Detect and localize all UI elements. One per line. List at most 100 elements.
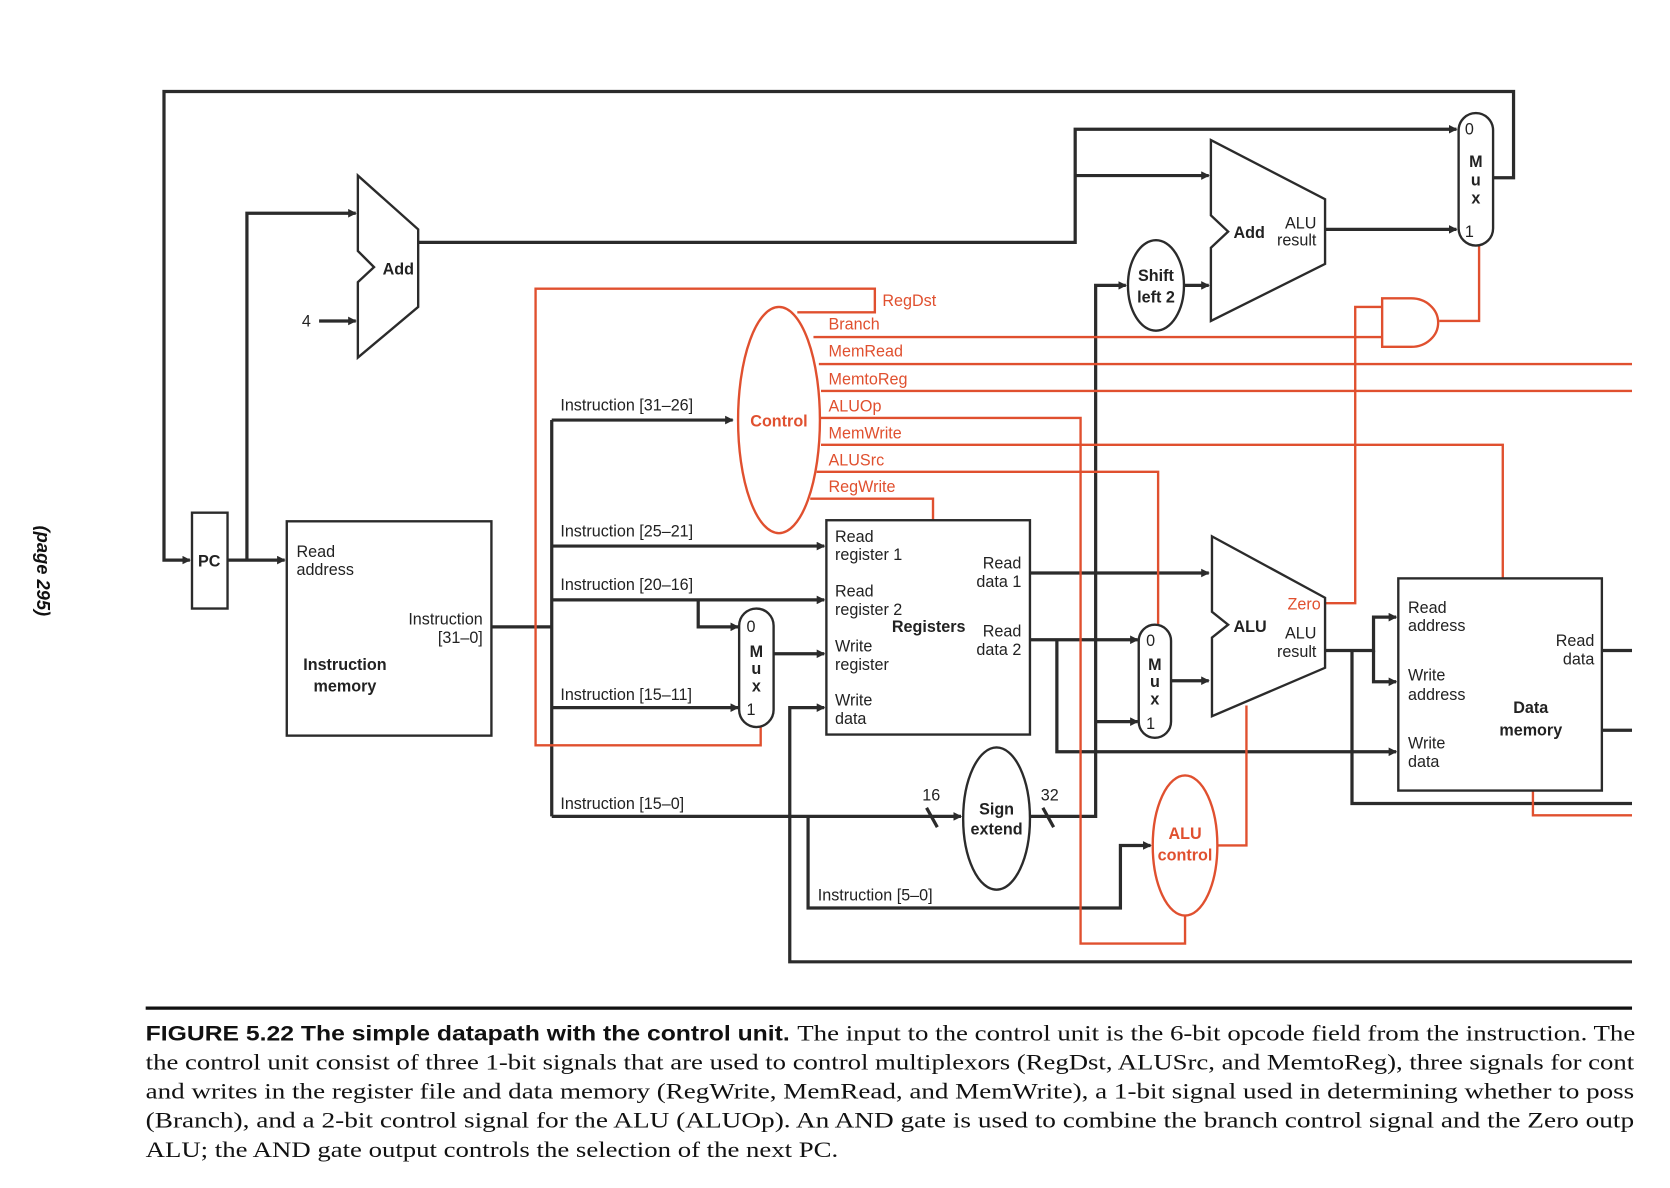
reg-read-data-1: Read: [983, 555, 1022, 573]
signal-branch: Branch: [829, 316, 880, 334]
dm-read-address: address: [1408, 617, 1465, 635]
caption-line-2: the control unit consist of three 1-bit …: [146, 1050, 1635, 1075]
caption-text: The input to the control unit is the 6-b…: [797, 1020, 1635, 1045]
control-label: Control: [750, 413, 807, 431]
alu-zero: Zero: [1288, 596, 1321, 614]
data-memory: [1397, 577, 1604, 792]
alu-label: ALU: [1234, 618, 1267, 636]
dm-name: memory: [1499, 722, 1562, 740]
instruction-memory: [285, 520, 493, 737]
alu: [1210, 534, 1327, 719]
dm-read-data: data: [1563, 651, 1594, 669]
im-name: Instruction: [303, 656, 386, 674]
mux-label: M: [750, 643, 763, 661]
control-wires: [534, 245, 1633, 945]
dm-read-data: Read: [1556, 632, 1595, 650]
signal-regdst: RegDst: [882, 292, 936, 310]
signal-memread: MemRead: [829, 343, 903, 361]
mux-label: x: [1471, 190, 1480, 208]
bit-width-32: 32: [1041, 786, 1059, 804]
alu-result: result: [1277, 643, 1317, 661]
mux-input-1: 1: [1465, 223, 1474, 241]
sign-extend-label: Sign: [979, 800, 1014, 818]
page-number: (page 295): [33, 526, 54, 617]
alusrc-mux: [1137, 623, 1173, 739]
caption-line-1: FIGURE 5.22 The simple datapath with the…: [146, 1020, 1636, 1045]
dm-write-data: data: [1408, 753, 1439, 771]
mux-label: M: [1148, 656, 1161, 674]
mux-input-0: 0: [1465, 121, 1474, 139]
dm-read-address: Read: [1408, 599, 1447, 617]
control-signal-labels: RegDst Branch MemRead MemtoReg ALUOp Mem…: [829, 292, 937, 496]
im-name: memory: [314, 677, 377, 695]
caption-line-5: ALU; the AND gate output controls the se…: [146, 1137, 839, 1162]
reg-read-register-1: register 1: [835, 546, 902, 564]
mux-input-0: 0: [746, 618, 755, 636]
dm-write-address: Write: [1408, 667, 1445, 685]
pc-label: PC: [198, 553, 221, 571]
mux-input-1: 1: [746, 701, 755, 719]
constant-four: 4: [302, 312, 311, 330]
reg-read-register-1: Read: [835, 528, 874, 546]
reg-read-register-2: register 2: [835, 601, 902, 619]
mux-input-1: 1: [1146, 715, 1155, 733]
branch-adder-result: result: [1277, 232, 1317, 250]
alu-control-label: ALU: [1168, 825, 1201, 843]
signal-regwrite: RegWrite: [829, 478, 896, 496]
reg-write-register: Write: [835, 638, 872, 656]
caption-line-3: and writes in the register file and data…: [146, 1079, 1635, 1104]
and-gate: [1380, 297, 1440, 348]
bit-width-16: 16: [922, 786, 940, 804]
shift-left-2: [1126, 239, 1186, 332]
im-instruction: Instruction: [408, 611, 482, 629]
caption-line-4: (Branch), and a 2-bit control signal for…: [146, 1108, 1635, 1133]
branch-adder-label: Add: [1234, 224, 1265, 242]
branch-adder-result: ALU: [1285, 214, 1316, 232]
mux-label: u: [1150, 673, 1160, 691]
alu-control: [1151, 774, 1219, 917]
im-instruction: [31–0]: [438, 629, 483, 647]
field-opcode: Instruction [31–26]: [560, 396, 693, 414]
field-funct: Instruction [5–0]: [818, 886, 933, 904]
branch-adder: [1209, 138, 1327, 323]
mux-label: u: [1471, 171, 1481, 189]
field-rs: Instruction [25–21]: [560, 522, 693, 540]
field-imm: Instruction [15–0]: [560, 795, 684, 813]
pc-source-mux: [1457, 111, 1495, 247]
reg-read-register-2: Read: [835, 583, 874, 601]
im-read-address: address: [296, 561, 353, 579]
caption-title: FIGURE 5.22 The simple datapath with the…: [146, 1021, 790, 1045]
signal-alusrc: ALUSrc: [829, 451, 885, 469]
regdst-mux: [737, 607, 775, 729]
alu-result: ALU: [1285, 625, 1316, 643]
alu-control-label: control: [1158, 847, 1213, 865]
mux-label: x: [1150, 690, 1159, 708]
reg-write-register: register: [835, 656, 889, 674]
dm-write-address: address: [1408, 686, 1465, 704]
register-file: [825, 519, 1032, 736]
pc-register: [190, 511, 229, 610]
signal-memwrite: MemWrite: [829, 424, 902, 442]
signal-memtoreg: MemtoReg: [829, 371, 908, 389]
dm-write-data: Write: [1408, 735, 1445, 753]
control-unit: [736, 305, 822, 535]
im-read-address: Read: [296, 543, 335, 561]
field-rt: Instruction [20–16]: [560, 576, 693, 594]
mux-input-0: 0: [1146, 632, 1155, 650]
reg-write-data: data: [835, 710, 866, 728]
shift-label: left 2: [1137, 289, 1175, 307]
datapath-wires: [162, 89, 1633, 964]
field-rd: Instruction [15–11]: [560, 686, 692, 704]
figure-caption: FIGURE 5.22 The simple datapath with the…: [146, 1020, 1636, 1161]
sign-extend-label: extend: [971, 821, 1023, 839]
mux-label: M: [1469, 153, 1482, 171]
mux-label: u: [751, 660, 761, 678]
registers-name: Registers: [892, 618, 966, 636]
signal-aluop: ALUOp: [829, 397, 882, 415]
mux-label: x: [752, 677, 761, 695]
sign-extend: [961, 746, 1032, 891]
reg-read-data-1: data 1: [976, 573, 1021, 591]
reg-read-data-2: data 2: [976, 641, 1021, 659]
pc-adder-label: Add: [383, 261, 414, 279]
